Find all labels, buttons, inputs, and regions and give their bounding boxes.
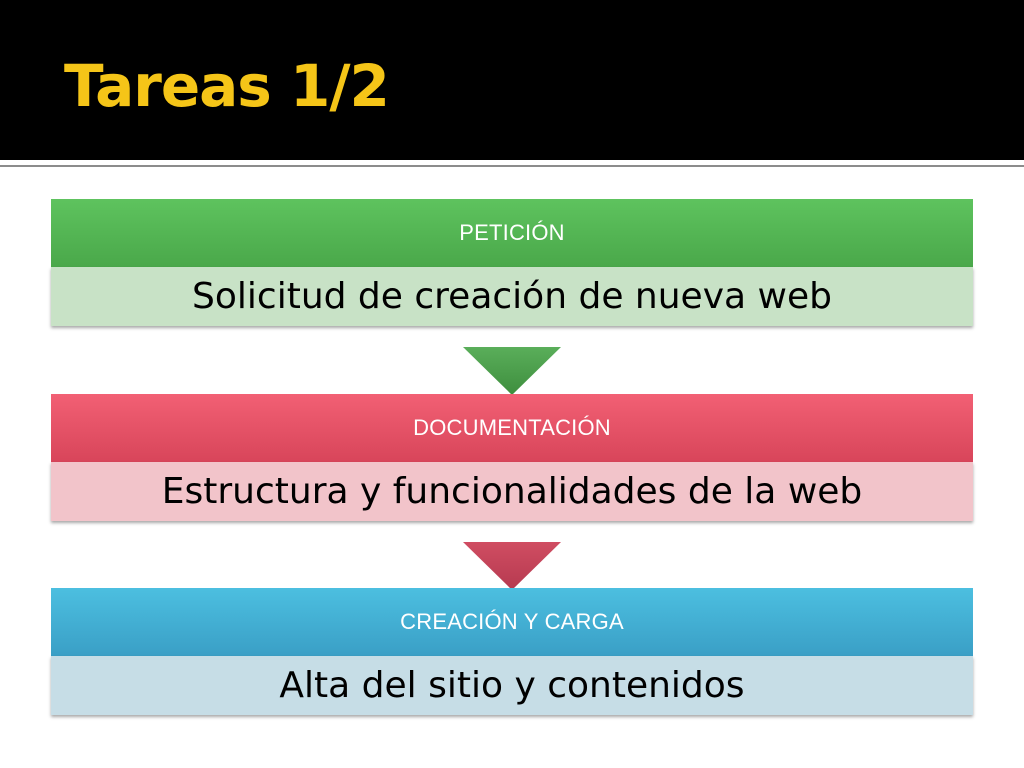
- flow-arrow-down-icon: [463, 542, 561, 590]
- title-divider-line: [0, 165, 1024, 167]
- step-body: Solicitud de creación de nueva web: [51, 267, 973, 326]
- slide-title: Tareas 1/2: [64, 52, 390, 120]
- title-divider: [0, 160, 1024, 164]
- step-creacion-y-carga: CREACIÓN Y CARGA Alta del sitio y conten…: [51, 588, 973, 715]
- flow-arrow-down-icon: [463, 347, 561, 395]
- title-bar: Tareas 1/2: [0, 0, 1024, 160]
- step-header: PETICIÓN: [51, 199, 973, 267]
- step-peticion: PETICIÓN Solicitud de creación de nueva …: [51, 199, 973, 326]
- step-body: Alta del sitio y contenidos: [51, 656, 973, 715]
- step-documentacion: DOCUMENTACIÓN Estructura y funcionalidad…: [51, 394, 973, 521]
- step-body: Estructura y funcionalidades de la web: [51, 462, 973, 521]
- step-header: DOCUMENTACIÓN: [51, 394, 973, 462]
- step-header: CREACIÓN Y CARGA: [51, 588, 973, 656]
